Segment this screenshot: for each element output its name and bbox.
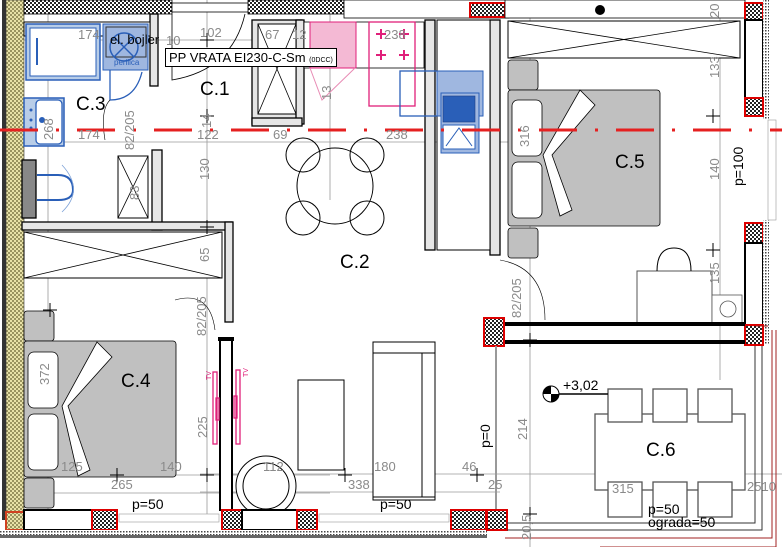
note-p50-c2: p=50	[380, 496, 412, 512]
dim-125: 125	[61, 459, 83, 474]
toilet-tank	[21, 159, 37, 219]
dim-265: 265	[111, 477, 133, 492]
dim-67: 67	[265, 27, 280, 42]
bed-c4	[23, 340, 177, 478]
dim-12b: 12	[292, 27, 307, 42]
fire-door-tag-small: (0DCC)	[309, 57, 333, 64]
dim-238-mid: 238	[386, 127, 408, 142]
desk	[636, 270, 713, 324]
washing-machine	[102, 23, 149, 71]
bottom-wall	[0, 509, 487, 538]
bed-c5	[507, 89, 661, 227]
dim-225: 225	[195, 416, 210, 438]
bedroom-c4	[23, 231, 223, 509]
dim-46: 46	[462, 459, 477, 474]
room-label-c1: C.1	[200, 79, 230, 100]
bedroom-c5	[499, 20, 743, 324]
dim-338: 338	[348, 477, 370, 492]
note-p0: p=0	[477, 424, 493, 448]
dim-316: 316	[517, 125, 532, 147]
left-exterior-wall	[5, 0, 25, 521]
dim-135: 135	[707, 262, 722, 284]
dim-2510: 2510	[747, 479, 776, 494]
note-p100: p=100	[730, 146, 746, 186]
dim-14: 14	[199, 113, 214, 128]
tv-label-right: TV	[243, 368, 250, 377]
dim-10: 10	[166, 33, 181, 48]
bathroom-c3	[21, 21, 151, 219]
light-fixture	[595, 5, 605, 15]
dim-122: 122	[197, 127, 219, 142]
top-wall	[23, 0, 173, 15]
tv-label-left: TV	[206, 371, 213, 380]
dining-table	[285, 137, 385, 236]
door-size-c4: 82/205	[194, 296, 209, 336]
dim-140-c5: 140	[707, 158, 722, 180]
dim-140-c4: 140	[160, 459, 182, 474]
boiler-label: el. bojler	[110, 32, 160, 47]
dim-238-top: 238	[384, 27, 406, 42]
room-label-c2: C.2	[340, 252, 370, 273]
dim-69: 69	[273, 127, 288, 142]
door-size-bath: 82/205	[122, 110, 137, 150]
room-label-c6: C.6	[646, 440, 676, 461]
balcony-c6	[486, 325, 777, 547]
dim-25: 25	[488, 477, 503, 492]
dim-180: 180	[374, 459, 396, 474]
sofa	[372, 341, 436, 501]
fire-door-tag: PP VRATA EI230-C-Sm (0DCC)	[165, 48, 337, 67]
room-label-c5: C.5	[615, 152, 645, 173]
dim-65: 65	[197, 247, 212, 262]
cooktop	[368, 21, 416, 107]
washer-label: perilica	[114, 58, 140, 67]
door-size-c5: 82/205	[509, 278, 524, 318]
tv-units	[212, 369, 241, 445]
dim-83: 83	[127, 185, 142, 200]
level-marker-icon	[542, 385, 608, 403]
dim-112: 112	[263, 459, 284, 474]
room-label-c3: C.3	[76, 94, 106, 115]
dim-20: 20	[707, 3, 722, 18]
dim-130: 130	[197, 158, 212, 180]
dim-102: 102	[200, 25, 222, 40]
note-ograda: ograda=50	[648, 514, 716, 530]
toilet-bowl	[37, 174, 75, 201]
dim-372: 372	[37, 363, 52, 385]
dim-315: 315	[612, 481, 634, 496]
room-label-c4: C.4	[121, 371, 151, 392]
dim-174-mid: 174	[78, 127, 100, 142]
level-mark: +3,02	[563, 377, 599, 393]
note-p50-c6: p=50	[648, 501, 680, 517]
coffee-table	[297, 379, 345, 471]
balcony-table	[594, 413, 746, 491]
dim-268: 268	[41, 118, 56, 140]
dim-13: 13	[319, 85, 334, 100]
note-p50-c4: p=50	[132, 496, 164, 512]
dim-214: 214	[515, 418, 530, 440]
dim-133: 133	[707, 56, 722, 78]
dim-205: 20,5	[519, 514, 534, 540]
dim-174-top: 174	[78, 27, 100, 42]
